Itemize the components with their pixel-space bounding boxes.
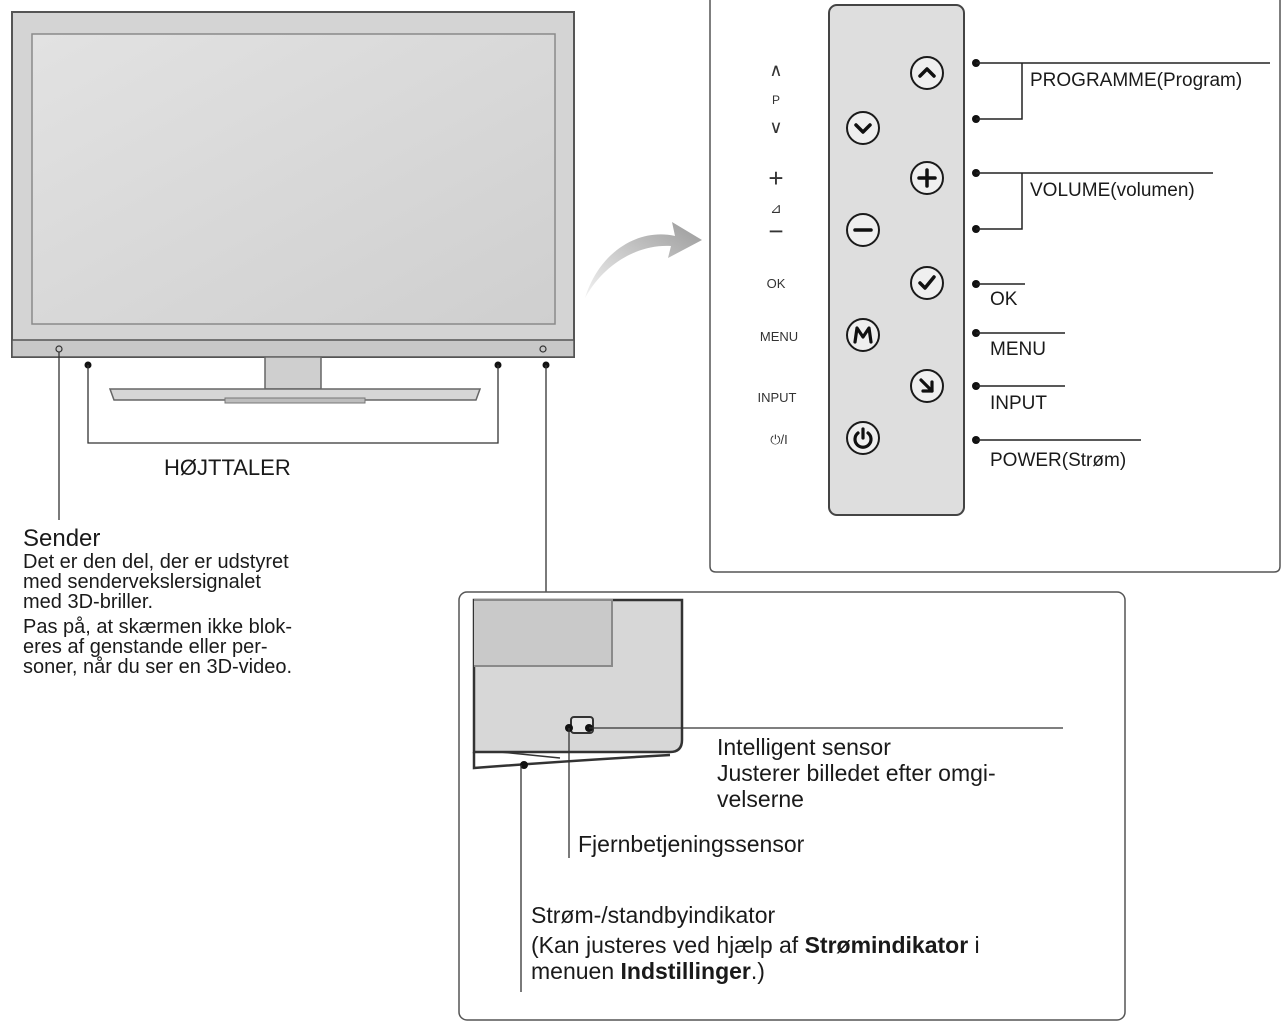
standby-note-text: .) (750, 958, 765, 984)
control-panel-box (709, 0, 1281, 573)
callout-volume: VOLUME(volumen) (1030, 180, 1195, 201)
standby-note-text: menuen (531, 958, 621, 984)
tv-set (11, 11, 575, 404)
callout-input: INPUT (990, 393, 1047, 414)
intelligent-sensor-desc-2: velserne (717, 786, 804, 812)
sender-line: eres af genstande eller per- (23, 636, 268, 658)
minus-icon (853, 228, 873, 232)
label-minus: − (768, 216, 784, 246)
programme-down-button[interactable] (846, 111, 880, 145)
callout-menu: MENU (990, 339, 1046, 360)
sender-line: med 3D-briller. (23, 591, 154, 613)
label-up-caret: ∧ (769, 60, 783, 80)
input-button[interactable] (910, 369, 944, 403)
power-icon (853, 427, 873, 449)
detail-box (458, 591, 1126, 1021)
callout-programme: PROGRAMME(Program) (1030, 70, 1243, 91)
standby-note-line-2: menuen Indstillinger.) (531, 958, 765, 984)
label-down-caret: ∨ (769, 117, 783, 137)
up-chevron-icon (918, 67, 936, 78)
sender-line: soner, når du ser en 3D-video. (23, 656, 293, 678)
sender-line: med sendervekslersignalet (23, 571, 261, 593)
standby-note-line-1: (Kan justeres ved hjælp af Strømindikato… (531, 932, 980, 958)
m-letter-icon (853, 326, 873, 344)
label-ok: OK (766, 276, 786, 291)
detail-tv-corner (472, 598, 684, 770)
check-icon (918, 275, 936, 290)
sender-description: Sender Det er den del, der er udstyret m… (23, 525, 293, 678)
callout-power: POWER(Strøm) (990, 450, 1127, 471)
volume-down-button[interactable] (846, 213, 880, 247)
zoom-arrow (585, 222, 702, 298)
speaker-label: HØJTTALER (164, 455, 291, 480)
volume-up-button[interactable] (910, 161, 944, 195)
remote-sensor-label: Fjernbetjeningssensor (578, 831, 805, 857)
arrow-down-right-icon (919, 378, 934, 393)
label-p: P (771, 93, 780, 107)
speaker-callout-lines (58, 352, 550, 592)
sender-line: Det er den del, der er udstyret (23, 551, 289, 573)
intelligent-sensor-title: Intelligent sensor (717, 734, 891, 760)
intelligent-sensor-desc-1: Justerer billedet efter omgi- (717, 760, 996, 786)
label-power: ⏻/I (770, 432, 788, 447)
label-menu: MENU (759, 329, 799, 344)
power-button[interactable] (846, 421, 880, 455)
label-volume-icon: ⊿ (770, 200, 782, 216)
ok-button[interactable] (910, 266, 944, 300)
label-plus: + (768, 163, 784, 193)
standby-indicator-title: Strøm-/standbyindikator (531, 902, 776, 928)
plus-icon (917, 168, 937, 188)
standby-note-text: (Kan justeres ved hjælp af (531, 932, 805, 958)
down-chevron-icon (854, 123, 872, 134)
standby-note-bold: Indstillinger (620, 958, 751, 984)
standby-note-text: i (968, 932, 980, 958)
label-input: INPUT (757, 390, 797, 405)
menu-button[interactable] (846, 318, 880, 352)
sender-heading: Sender (23, 525, 101, 552)
programme-up-button[interactable] (910, 56, 944, 90)
standby-note-bold: Strømindikator (804, 932, 969, 958)
callout-ok: OK (990, 289, 1018, 310)
sender-line: Pas på, at skærmen ikke blok- (23, 616, 292, 638)
